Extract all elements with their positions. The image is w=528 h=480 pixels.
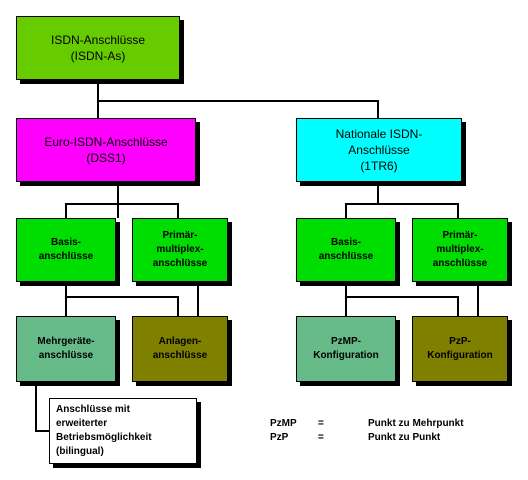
node-anlagenanschluesse: Anlagen- anschlüsse [132, 316, 228, 382]
node-euro-isdn: Euro-ISDN-Anschlüsse (DSS1) [16, 118, 196, 182]
connector-line [345, 203, 347, 218]
node-euro-primaermultiplex: Primär- multiplex- anschlüsse [132, 218, 228, 282]
connector-line [35, 430, 49, 432]
node-pzmp-konfiguration: PzMP- Konfiguration [296, 316, 396, 382]
connector-line [177, 296, 179, 316]
connector-line [65, 203, 179, 205]
node-label: Basis- anschlüsse [38, 237, 94, 262]
node-euro-basisanschluesse: Basis- anschlüsse [16, 218, 116, 282]
connector-line [477, 282, 479, 316]
node-bilingual-anschluesse: Anschlüsse mit erweiterter Betriebsmögli… [49, 398, 197, 464]
connector-line [345, 203, 459, 205]
node-label: Anschlüsse mit erweiterter Betriebsmögli… [56, 404, 152, 457]
node-label: Anlagen- anschlüsse [152, 336, 208, 361]
legend-abbr: PzMP [270, 418, 297, 429]
connector-line [377, 182, 379, 203]
node-label: Basis- anschlüsse [318, 237, 374, 262]
legend-meaning: Punkt zu Mehrpunkt [368, 418, 464, 429]
connector-line [457, 203, 459, 218]
node-label: Primär- multiplex- anschlüsse [432, 230, 488, 269]
node-label: Euro-ISDN-Anschlüsse (DSS1) [44, 135, 168, 165]
connector-line [65, 282, 67, 316]
connector-line [345, 296, 459, 298]
node-isdn-anschluesse: ISDN-Anschlüsse (ISDN-As) [16, 16, 180, 80]
connector-line [65, 203, 67, 218]
node-label: ISDN-Anschlüsse (ISDN-As) [50, 33, 146, 63]
node-national-primaermultiplex: Primär- multiplex- anschlüsse [412, 218, 508, 282]
connector-line [345, 282, 347, 316]
connector-line [35, 382, 37, 432]
node-national-basisanschluesse: Basis- anschlüsse [296, 218, 396, 282]
connector-line [97, 80, 99, 102]
node-label: Primär- multiplex- anschlüsse [152, 230, 208, 269]
node-label: Nationale ISDN- Anschlüsse (1TR6) [335, 127, 423, 173]
connector-line [177, 203, 179, 218]
legend-equals: = [318, 418, 324, 429]
connector-line [377, 100, 379, 118]
legend-meaning: Punkt zu Punkt [368, 432, 441, 443]
connector-line [457, 296, 459, 316]
connector-line [65, 296, 179, 298]
legend-equals: = [318, 432, 324, 443]
connector-line [117, 182, 119, 218]
node-label: PzP- Konfiguration [427, 336, 493, 361]
node-mehrgeraeteanschluesse: Mehrgeräte- anschlüsse [16, 316, 116, 382]
connector-line [97, 100, 379, 102]
legend-abbr: PzP [270, 432, 289, 443]
connector-line [197, 282, 199, 316]
node-label: Mehrgeräte- anschlüsse [37, 336, 95, 361]
node-nationale-isdn: Nationale ISDN- Anschlüsse (1TR6) [296, 118, 462, 182]
connector-line [97, 100, 99, 118]
node-pzp-konfiguration: PzP- Konfiguration [412, 316, 508, 382]
node-label: PzMP- Konfiguration [313, 336, 379, 361]
